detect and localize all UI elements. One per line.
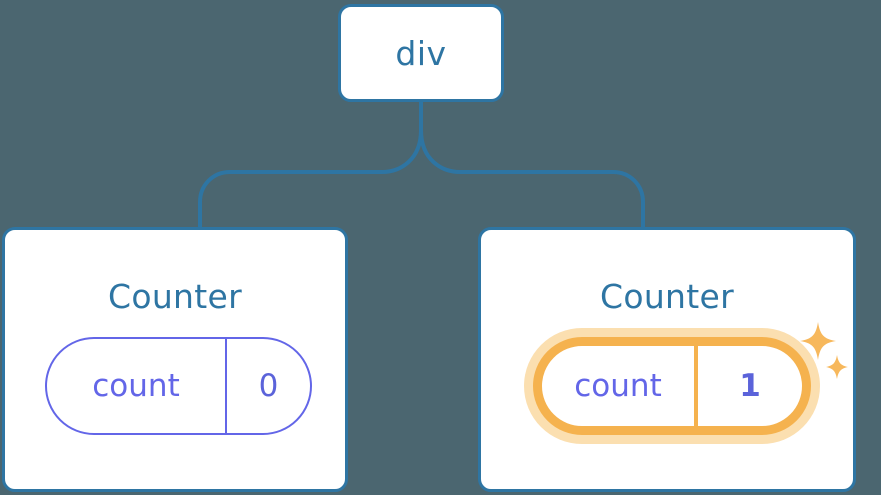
- state-badge-left-wrapper: count 0: [45, 337, 312, 435]
- state-badge-left-key: count: [47, 339, 227, 433]
- tree-node-root[interactable]: div: [338, 4, 504, 102]
- state-badge-right-key: count: [542, 346, 698, 426]
- tree-node-counter-left[interactable]: Counter count 0: [2, 227, 348, 492]
- state-badge-right-value: 1: [739, 367, 761, 404]
- connector-to-left-child: [198, 100, 423, 228]
- tree-node-counter-right[interactable]: Counter count 1: [478, 227, 856, 492]
- connector-to-right-child: [419, 100, 645, 228]
- state-badge-left[interactable]: count 0: [45, 337, 312, 435]
- tree-node-counter-left-label: Counter: [108, 277, 242, 316]
- tree-node-root-label: div: [395, 33, 447, 73]
- state-badge-right-wrapper: count 1: [533, 337, 811, 435]
- tree-node-counter-right-label: Counter: [600, 277, 734, 316]
- state-badge-right-highlighted[interactable]: count 1: [533, 337, 811, 435]
- state-badge-left-value: 0: [258, 367, 279, 404]
